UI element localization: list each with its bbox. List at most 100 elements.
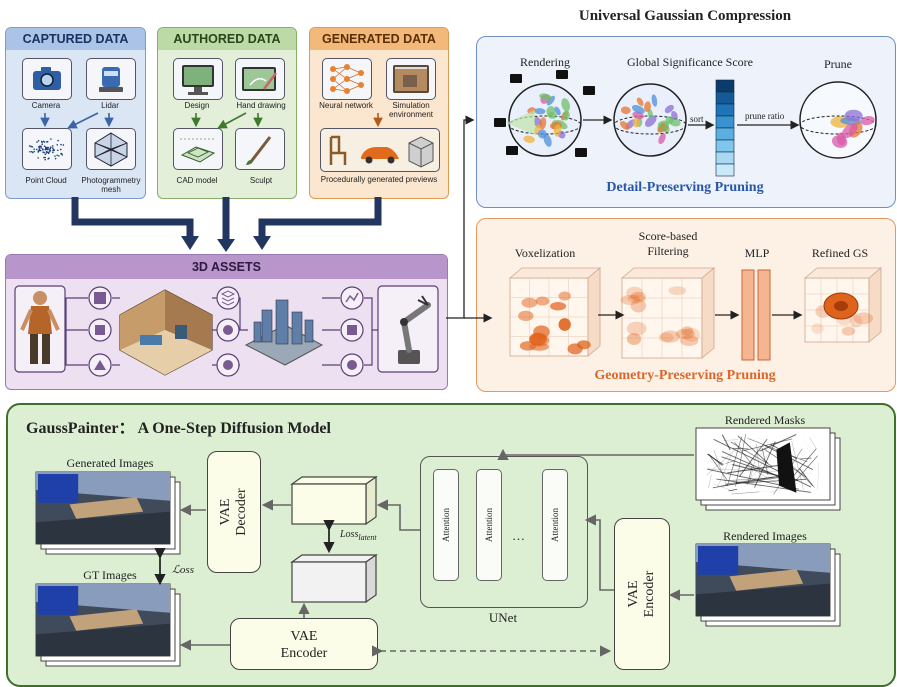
prune-label: Prune — [824, 57, 852, 71]
point-cloud-icon — [22, 128, 72, 170]
mask-stroke — [749, 447, 759, 482]
refined-gaussian-core — [834, 301, 848, 311]
orange-gaussian — [660, 330, 680, 343]
orange-gaussian — [630, 299, 647, 313]
neural-network-label: Neural network — [319, 101, 373, 110]
generated-images-label: Generated Images — [66, 456, 154, 470]
mask-stroke — [707, 453, 723, 466]
loss-latent-text: Loss — [340, 529, 359, 540]
point-cloud-dot — [43, 156, 45, 159]
gaussian-splat — [631, 104, 645, 114]
rendered-images-label: Rendered Images — [723, 529, 807, 543]
gaussian-splat — [546, 95, 555, 106]
authored-data-panel: AUTHORED DATA Design Hand drawing CAD mo… — [157, 27, 297, 199]
point-cloud-dot — [45, 147, 47, 150]
point-cloud-dot — [44, 158, 46, 161]
point-cloud-dot — [48, 151, 50, 153]
point-cloud-dot — [30, 145, 32, 148]
gaussian-splat — [651, 94, 658, 107]
gaussian-splat — [644, 101, 651, 113]
room-photo-floor — [36, 511, 170, 544]
point-cloud-dot — [54, 157, 57, 160]
geometry-preserving-caption: Geometry-Preserving Pruning — [594, 368, 776, 383]
detail-preserving-caption: Detail-Preserving Pruning — [606, 180, 764, 195]
room-photo-window — [38, 474, 79, 503]
point-cloud-dot — [43, 145, 46, 148]
mask-stroke — [802, 434, 815, 470]
orange-gaussian — [679, 335, 699, 346]
point-cloud-dot — [40, 140, 43, 143]
loss-latent-label: Losslatent — [340, 529, 377, 542]
gaussian-splat — [841, 123, 858, 139]
orange-gaussian — [681, 326, 694, 336]
sort-label: sort — [690, 114, 704, 124]
room-photo-window — [38, 586, 79, 615]
mask-stroke — [792, 439, 813, 449]
mask-stroke — [713, 461, 724, 471]
procedural-previews-label: Procedurally generated previews — [320, 175, 438, 184]
mask-stroke — [732, 447, 749, 450]
orange-gaussian — [535, 296, 550, 306]
point-cloud-dot — [44, 153, 47, 156]
mask-stroke — [725, 476, 774, 485]
orange-gaussian — [521, 297, 538, 308]
point-cloud-dot — [33, 150, 35, 153]
gss-label: Global Significance Score — [627, 55, 753, 69]
sculpt-brush-icon — [235, 128, 285, 170]
point-cloud-dot — [56, 154, 59, 157]
orange-gaussian — [626, 321, 647, 336]
mask-stroke — [799, 457, 812, 460]
voxelization-label: Voxelization — [514, 246, 576, 260]
photogrammetry-label: Photogrammetry mesh — [81, 176, 141, 194]
authored-data-title: AUTHORED DATA — [158, 28, 296, 50]
point-cloud-dot — [45, 152, 48, 154]
point-cloud-dot — [31, 146, 34, 148]
point-cloud-dot — [46, 146, 49, 149]
mask-stroke — [747, 466, 753, 485]
gaussian-splat — [543, 133, 552, 147]
point-cloud-dot — [36, 141, 38, 143]
room-photo-desk — [729, 569, 804, 591]
point-cloud-dot — [44, 156, 47, 159]
gaussian-splat — [661, 124, 670, 133]
refined-gs-label: Refined GS — [811, 246, 869, 260]
mask-stroke — [721, 462, 734, 489]
point-cloud-dot — [44, 148, 47, 151]
gaussian-splat — [647, 109, 653, 119]
attention-block-1: Attention — [433, 469, 459, 581]
orange-gaussian — [518, 310, 534, 322]
point-cloud-dot — [47, 148, 49, 151]
point-cloud-dot — [56, 143, 59, 146]
rendering-label: Rendering — [520, 55, 570, 69]
gaussian-splat — [664, 104, 674, 114]
point-cloud-dot — [51, 147, 54, 149]
photogrammetry-mesh-icon — [86, 128, 136, 170]
gaussian-splat — [860, 116, 875, 126]
mask-stroke — [731, 491, 760, 495]
design-label: Design — [184, 101, 210, 110]
camera-label: Camera — [31, 101, 61, 110]
gaussian-splat — [547, 112, 558, 119]
mask-stroke — [708, 454, 728, 480]
orange-gaussian — [558, 318, 571, 331]
mask-dark-region — [776, 442, 797, 493]
point-cloud-dot — [58, 155, 60, 157]
point-cloud-dot — [53, 149, 55, 152]
orange-gaussian — [519, 341, 537, 351]
mask-stroke — [706, 445, 740, 476]
score-bar-cell — [715, 163, 735, 177]
mask-stroke — [707, 461, 812, 474]
gaussian-splat — [658, 133, 666, 145]
mask-stroke — [735, 434, 746, 487]
camera-icon — [22, 58, 72, 100]
point-cloud-dot — [37, 139, 40, 142]
lidar-icon — [86, 58, 136, 100]
gaussian-splat — [668, 118, 681, 127]
point-cloud-dot — [32, 151, 34, 154]
point-cloud-dot — [51, 145, 54, 147]
point-cloud-dot — [36, 148, 38, 151]
point-cloud-dot — [40, 147, 43, 149]
lidar-label: Lidar — [101, 101, 119, 110]
point-cloud-dot — [29, 150, 31, 153]
mask-stroke — [759, 434, 797, 452]
